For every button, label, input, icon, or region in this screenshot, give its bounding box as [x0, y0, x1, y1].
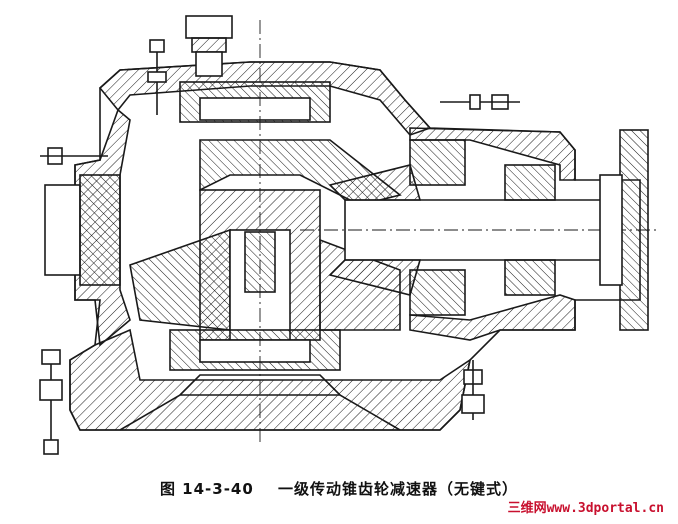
bottom-bearing-race [199, 339, 311, 363]
housing-wall-bottom [69, 328, 472, 431]
figure-title: 一级传动锥齿轮减速器（无键式） [278, 480, 519, 498]
top-plug-neck [191, 37, 227, 53]
figure-number: 图 14-3-40 [159, 480, 254, 498]
top-bearing-race [199, 97, 311, 121]
pinion-bevel [328, 164, 422, 201]
pinion-bearing-right-bottom [504, 259, 556, 296]
pinion-bearing-left-top [409, 139, 466, 186]
base-rib-inner [179, 374, 341, 396]
base-rib [119, 394, 401, 431]
pinion-bearing-left-bottom [409, 269, 466, 316]
left-cover [44, 184, 81, 276]
bolt-top-right [440, 94, 520, 110]
top-plug-head [185, 15, 233, 39]
gear-reducer-section-drawing [39, 15, 660, 455]
flange-seal [599, 174, 623, 286]
bolt-bottom-right [461, 360, 485, 420]
bolt-bottom-left [39, 349, 63, 455]
bearing-housing-lower [409, 294, 576, 341]
bolt-left [40, 147, 108, 165]
pinion-bearing-right-top [504, 164, 556, 201]
bearing-housing-upper [409, 127, 576, 181]
output-flange [619, 129, 649, 331]
top-plug-stem [195, 51, 223, 77]
left-cover-inner [79, 174, 121, 286]
figure-caption: 图 14-3-40 一级传动锥齿轮减速器（无键式） [0, 478, 678, 499]
bolt-top-left [147, 39, 167, 115]
pinion-bevel-lower [328, 259, 422, 296]
site-watermark: 三维网www.3dportal.cn [507, 501, 664, 516]
